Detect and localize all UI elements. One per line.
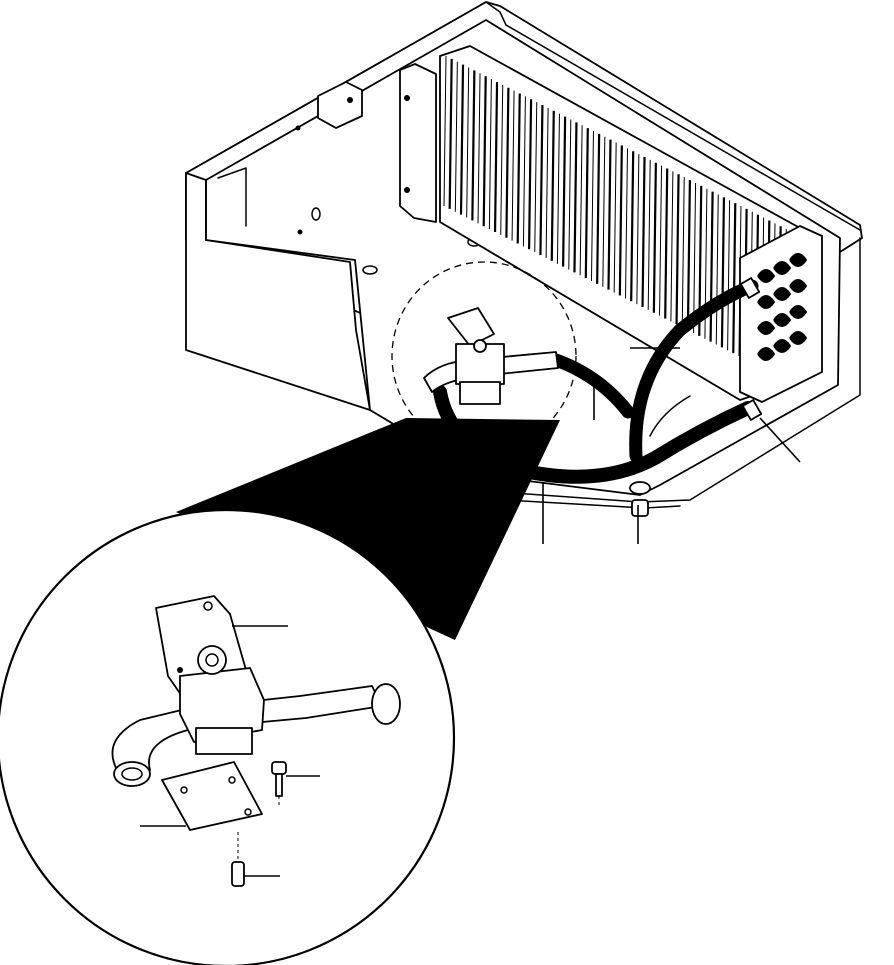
coil-fin [511, 90, 515, 241]
coil-fin [500, 84, 504, 235]
coil-tube-bends [757, 253, 808, 361]
coil-tube-bend [757, 347, 776, 361]
coil-fin [693, 182, 697, 333]
drain-fitting [629, 481, 651, 495]
callout-part-c-line [759, 417, 801, 463]
coil-fin [720, 197, 726, 348]
coil-fin [516, 93, 521, 244]
coil-fin [641, 156, 646, 307]
coil-fin [675, 174, 680, 325]
detail-valve-coil [197, 645, 227, 675]
coil-tube-bend [789, 331, 808, 345]
coil-fin [630, 151, 635, 302]
coil-fin [727, 200, 731, 351]
coil-fin [556, 113, 560, 264]
coil-fin [454, 61, 458, 212]
coil-fin [681, 177, 685, 328]
detail-valve-body [179, 667, 265, 743]
coil-fin [732, 203, 737, 354]
coil-fin [715, 194, 719, 345]
coil-fin [539, 105, 544, 256]
coil-tube-bend [757, 269, 776, 283]
hose-short [549, 353, 635, 419]
coil-fin [488, 79, 492, 230]
coil-tube-bend [773, 261, 792, 275]
coil-tube-bend [757, 321, 776, 335]
coil-fin [522, 96, 526, 247]
coil-fin [596, 133, 601, 284]
coil-fin [493, 81, 499, 232]
coil-fin [545, 107, 549, 258]
coil-fin [482, 76, 487, 227]
detail-tube-end [371, 683, 401, 725]
coil-fin [709, 191, 714, 342]
coil-fin [562, 116, 567, 267]
coil-fin [652, 162, 657, 313]
valve-detail-view [111, 595, 401, 887]
detail-gasket-plate [161, 761, 263, 831]
coil-tube-bend [773, 287, 792, 301]
coil-fin [459, 64, 465, 215]
callout-leaders [140, 347, 801, 877]
coil-fin [584, 128, 589, 279]
mounting-tab [317, 81, 363, 129]
coil-fin [534, 102, 538, 253]
magnifier-cone [176, 418, 560, 640]
coil-left-plate [399, 63, 437, 223]
coil-fin [527, 99, 533, 250]
coil-fin [466, 67, 470, 218]
coil-tube-bend [757, 295, 776, 309]
coil-fin [613, 142, 617, 293]
valve-main-view [447, 307, 505, 405]
coil-fin [448, 58, 453, 209]
coil-fin [636, 154, 640, 305]
detail-bolt [231, 861, 245, 887]
coil-tube-bend [773, 313, 792, 327]
coil-fin [550, 110, 555, 261]
coil-fin [590, 131, 594, 282]
coil-fin [602, 136, 606, 287]
coil-fin [618, 145, 623, 296]
coil-fin [579, 125, 583, 276]
coil-tube-bend [789, 305, 808, 319]
coil-fin [573, 122, 578, 273]
coil-tube-bend [789, 279, 808, 293]
coil-tube-bend [789, 253, 808, 267]
coil-fin [647, 159, 651, 310]
coil-fin [670, 171, 674, 322]
coil-fin [625, 148, 629, 299]
coil-fin [659, 165, 663, 316]
coil-fin [686, 180, 692, 331]
coil-fin [505, 87, 510, 238]
coil-fin [568, 119, 572, 270]
coil-fin [607, 139, 612, 290]
coil-fin [443, 55, 447, 207]
coil-fin [477, 73, 481, 224]
coil-tube-bend [773, 339, 792, 353]
coil-fin [471, 70, 476, 221]
detail-screw-top [271, 761, 287, 775]
coil-fin [664, 168, 669, 319]
hose-riser [629, 279, 759, 463]
